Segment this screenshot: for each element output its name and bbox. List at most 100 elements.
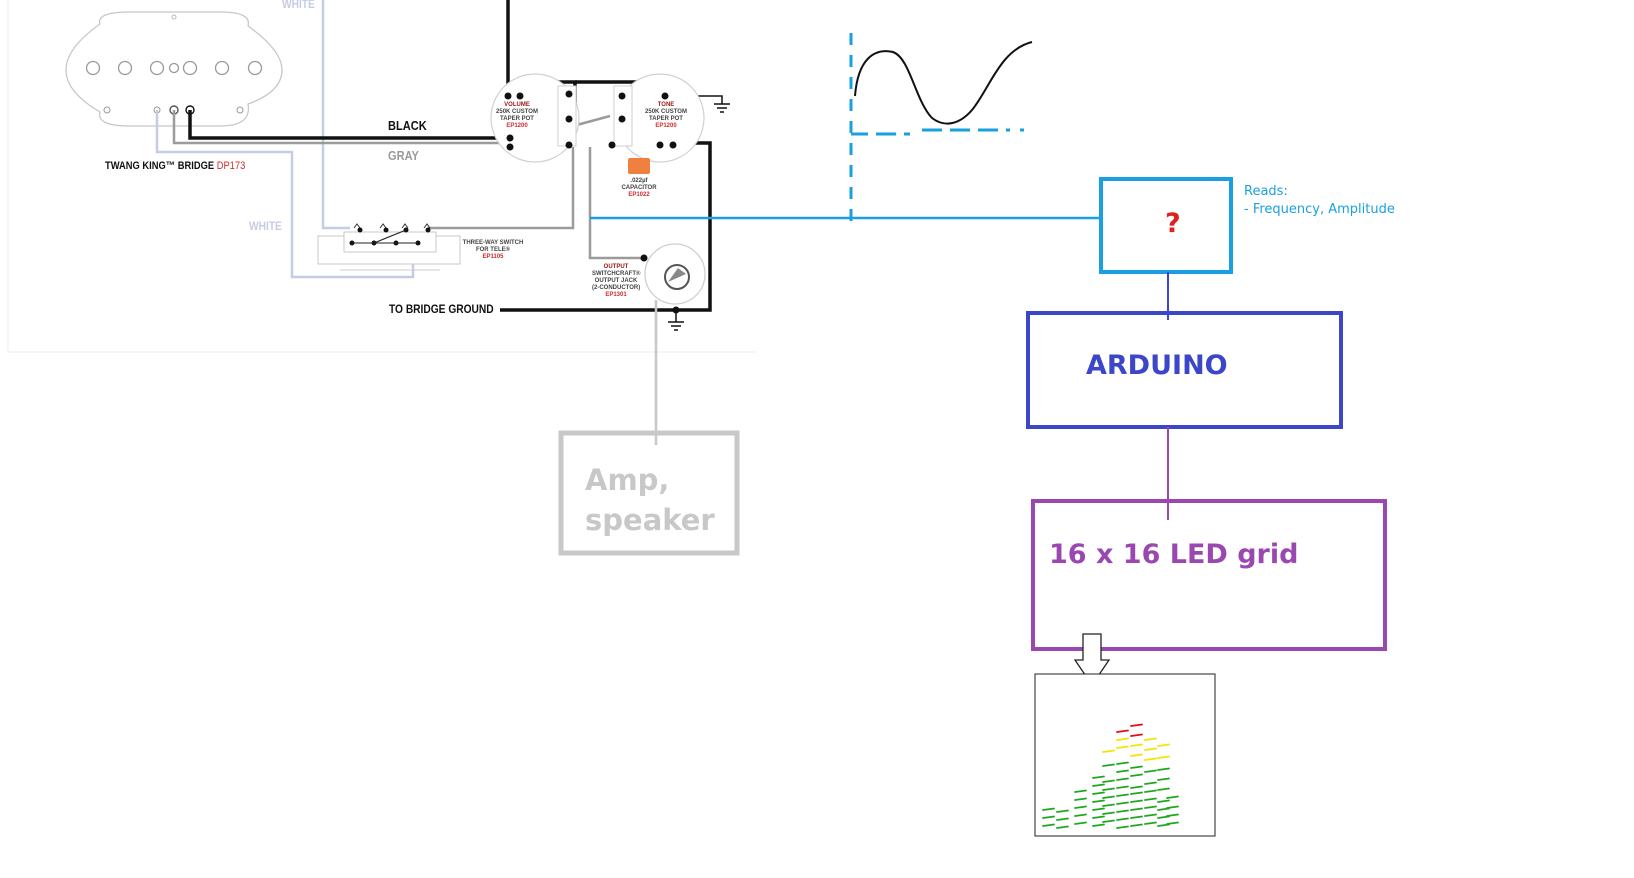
led-dash	[1092, 807, 1105, 811]
volume-line2: TAPER POT	[500, 116, 534, 122]
led-spectrum-preview	[1042, 723, 1179, 829]
pickup-icon	[65, 11, 283, 127]
capacitor-label: .022µf CAPACITOR EP1022	[618, 178, 660, 199]
led-grid-label: 16 x 16 LED grid	[1049, 539, 1299, 570]
led-dash	[1130, 723, 1143, 727]
led-dash	[1116, 825, 1129, 829]
volume-code: EP1200	[506, 123, 528, 129]
led-dash	[1144, 737, 1157, 741]
gray-wire-label: GRAY	[388, 148, 419, 163]
unknown-label: ?	[1165, 208, 1181, 239]
arduino-label: ARDUINO	[1086, 350, 1228, 381]
led-dash	[1116, 785, 1129, 789]
volume-pot-icon	[490, 73, 580, 163]
led-dash	[1102, 819, 1115, 823]
led-dash	[1116, 777, 1129, 781]
capacitor-line1: .022µf	[630, 178, 648, 184]
tone-pot-label: TONE 250K CUSTOM TAPER POT EP1200	[645, 102, 687, 130]
volume-title: VOLUME	[504, 102, 530, 108]
waveform-icon	[854, 41, 1033, 125]
volume-pot-label: VOLUME 250K CUSTOM TAPER POT EP1200	[496, 102, 538, 130]
led-dash	[1074, 797, 1087, 801]
reads-title: Reads:	[1244, 184, 1288, 199]
led-dash	[1157, 787, 1170, 791]
reads-note: Reads: - Frequency, Amplitude	[1244, 183, 1395, 219]
led-dash	[1042, 807, 1055, 811]
white-wire	[155, 0, 415, 279]
led-dash	[1092, 823, 1105, 827]
pickup-code: DP173	[216, 160, 246, 172]
led-dash	[1130, 799, 1143, 803]
tone-code: EP1200	[655, 123, 677, 129]
led-dash	[1157, 777, 1170, 781]
led-dash	[1157, 755, 1170, 759]
led-dash	[1116, 817, 1129, 821]
gray-wire	[172, 110, 644, 260]
output-line3: (2-CONDUCTOR)	[592, 285, 641, 291]
led-dash	[1166, 805, 1179, 809]
output-jack-icon	[640, 243, 706, 331]
led-dash	[1144, 769, 1157, 773]
led-dash	[1116, 793, 1129, 797]
led-dash	[1042, 815, 1055, 819]
pickup-name: TWANG KING™ BRIDGE	[105, 160, 215, 172]
arduino-box	[1026, 311, 1343, 429]
tone-title: TONE	[657, 102, 675, 108]
led-dash	[1144, 805, 1157, 809]
led-grid-box	[1031, 499, 1387, 651]
led-dash	[1166, 821, 1179, 825]
led-dash	[1130, 773, 1143, 777]
led-dash	[1074, 789, 1087, 793]
led-dash	[1056, 809, 1069, 813]
led-dash	[1116, 801, 1129, 805]
led-dash	[1092, 783, 1105, 787]
capacitor-code: EP1022	[628, 192, 650, 198]
led-dash	[1157, 799, 1170, 803]
output-line1: SWITCHCRAFT®	[592, 271, 641, 277]
output-title: OUTPUT	[603, 264, 629, 270]
volume-line1: 250K CUSTOM	[496, 109, 538, 115]
switch-line2: FOR TELE®	[475, 247, 511, 253]
led-dash	[1116, 761, 1129, 765]
led-dash	[1130, 743, 1143, 747]
led-dash	[1144, 781, 1157, 785]
led-dash	[1092, 791, 1105, 795]
led-dash	[1116, 729, 1129, 733]
led-dash	[1102, 787, 1115, 791]
led-dash	[1130, 807, 1143, 811]
led-dash	[1144, 821, 1157, 825]
led-dash	[1102, 803, 1115, 807]
led-dash	[1102, 811, 1115, 815]
switch-label: THREE-WAY SWITCH FOR TELE® EP1105	[462, 240, 524, 261]
led-dash	[1092, 775, 1105, 779]
led-dash	[1102, 763, 1115, 767]
led-dash	[1130, 823, 1143, 827]
output-line2: OUTPUT JACK	[594, 278, 638, 284]
led-dash	[1166, 795, 1179, 799]
amp-box	[558, 430, 740, 556]
led-dash	[1102, 779, 1115, 783]
tone-line1: 250K CUSTOM	[645, 109, 687, 115]
led-dash	[1130, 765, 1143, 769]
led-dash	[1042, 823, 1055, 827]
led-dash	[1056, 825, 1069, 829]
three-way-switch-icon	[317, 223, 461, 271]
capacitor-line2: CAPACITOR	[621, 185, 657, 191]
led-dash	[1157, 743, 1170, 747]
led-dash	[1144, 797, 1157, 801]
led-dash	[1144, 747, 1157, 751]
led-dash	[1092, 815, 1105, 819]
led-dash	[1144, 813, 1157, 817]
led-dash	[1102, 749, 1115, 753]
led-dash	[1056, 817, 1069, 821]
down-arrow-icon	[1073, 633, 1111, 687]
led-preview-frame	[1034, 673, 1216, 837]
amp-line2: speaker	[585, 503, 715, 537]
led-dash	[1166, 813, 1179, 817]
output-jack-label: OUTPUT SWITCHCRAFT® OUTPUT JACK (2-CONDU…	[592, 264, 640, 299]
output-code: EP1301	[605, 292, 627, 298]
tone-line2: TAPER POT	[649, 116, 683, 122]
led-dash	[1116, 737, 1129, 741]
